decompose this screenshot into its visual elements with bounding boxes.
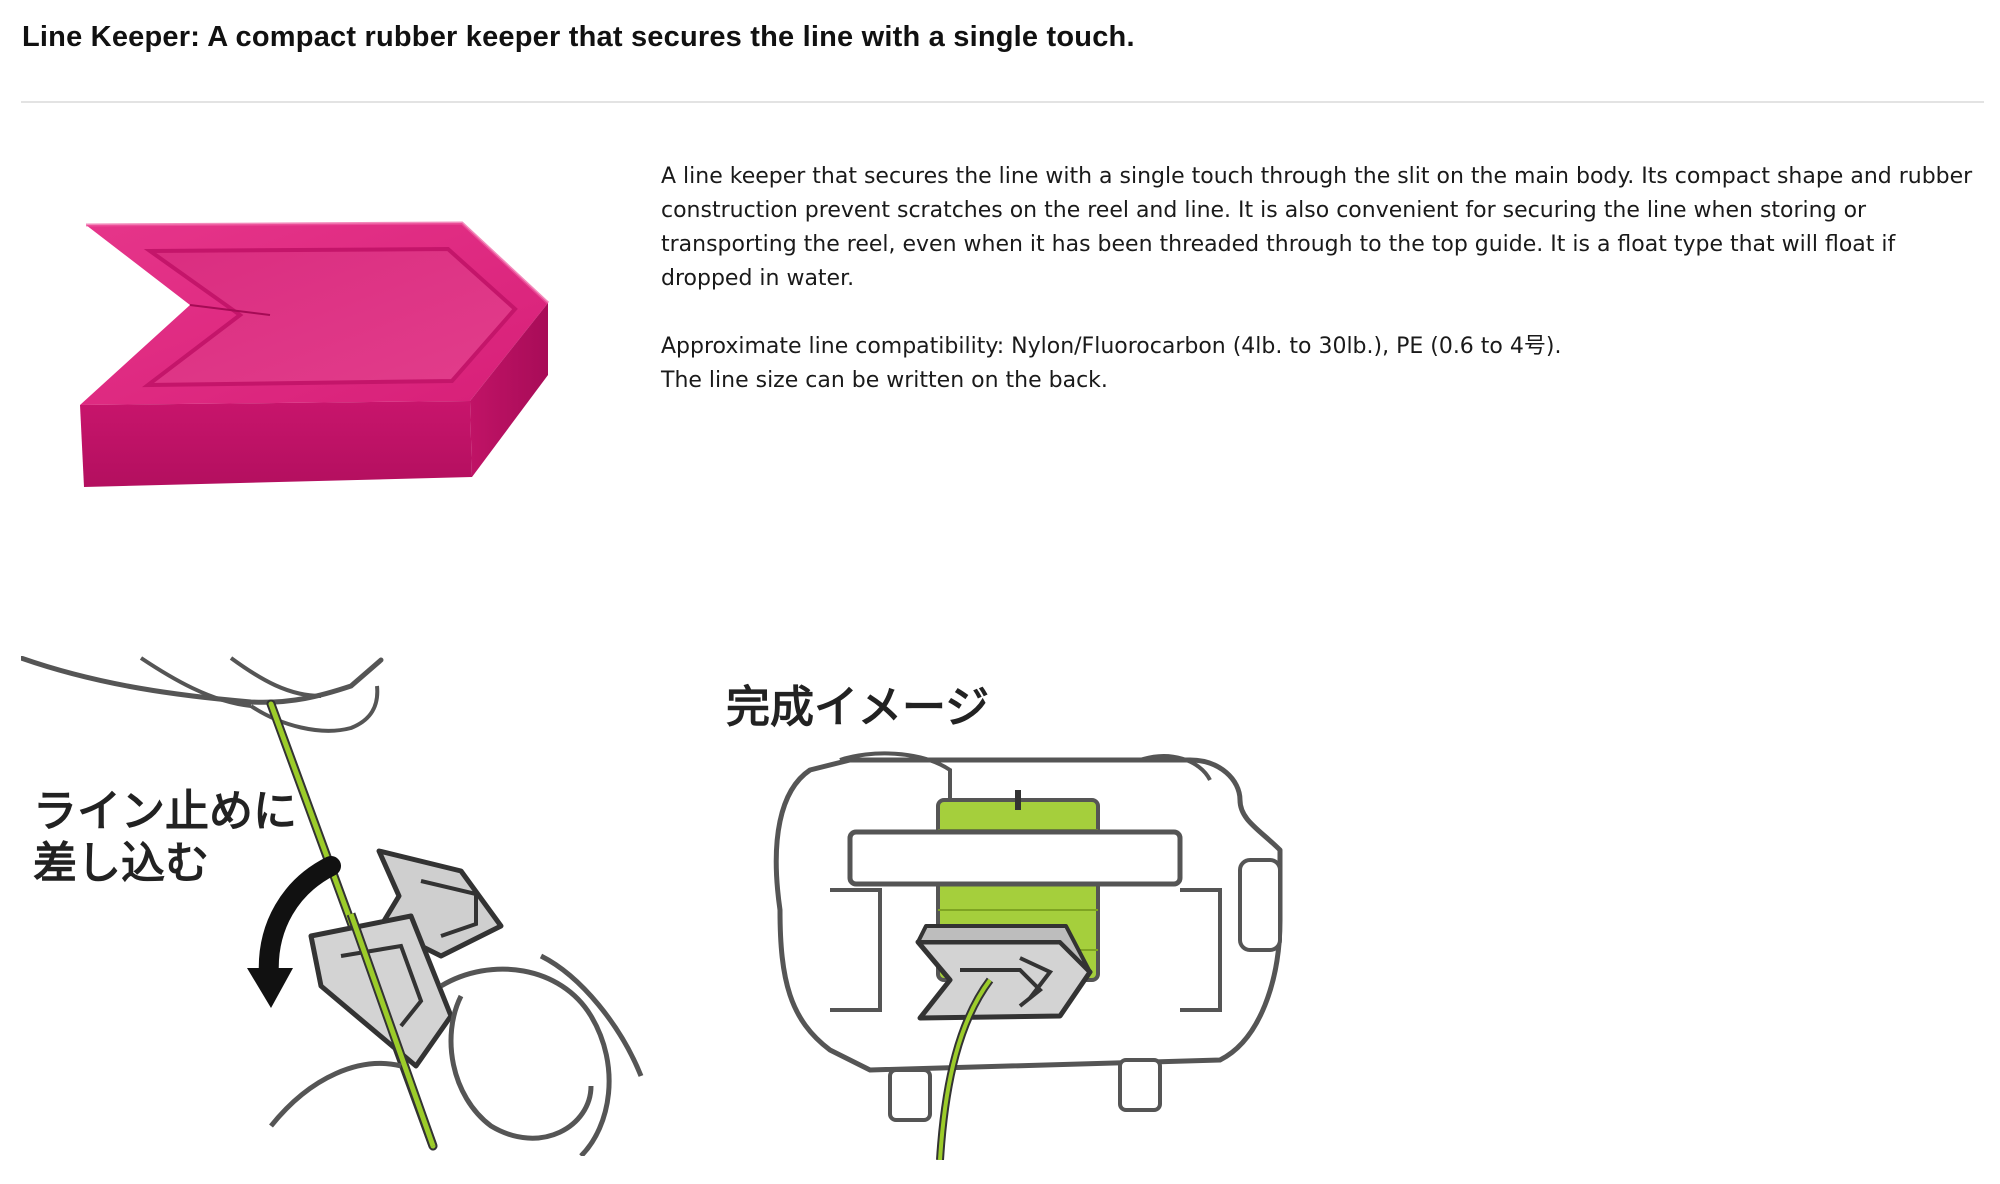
line-size-note: The line size can be written on the back…: [661, 368, 1108, 393]
complete-label: 完成イメージ: [726, 682, 989, 733]
insert-label-line2: 差し込む: [33, 838, 209, 889]
divider: [21, 101, 1984, 103]
line-keeper-product-image: [80, 221, 550, 487]
product-description: A line keeper that secures the line with…: [661, 160, 1986, 398]
insert-line-illustration: ライン止めに 差し込む: [21, 656, 644, 1156]
completed-image-illustration: 完成イメージ: [726, 682, 1283, 1160]
line-compatibility: Approximate line compatibility: Nylon/Fl…: [661, 334, 1562, 359]
page-title: Line Keeper: A compact rubber keeper tha…: [22, 21, 1135, 53]
description-paragraph: A line keeper that secures the line with…: [661, 164, 1973, 291]
insert-label-line1: ライン止めに: [33, 786, 297, 837]
